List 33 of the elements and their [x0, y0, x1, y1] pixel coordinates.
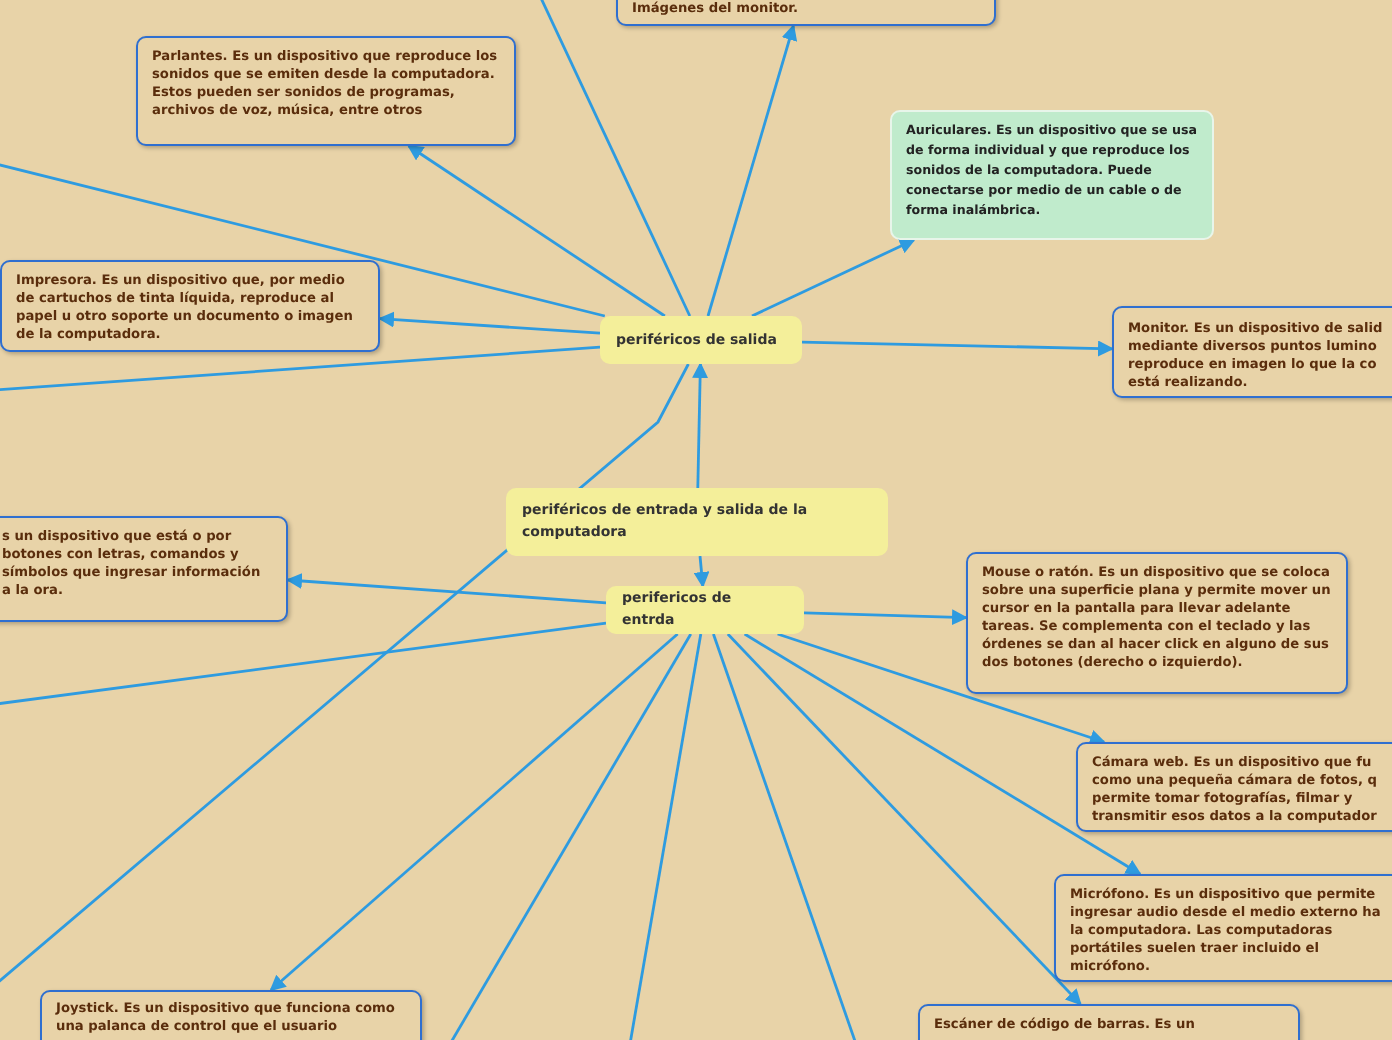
connector-line — [712, 633, 858, 1040]
arrow — [692, 362, 709, 489]
description-box — [1112, 306, 1392, 398]
arrow — [286, 573, 607, 605]
arrow — [801, 340, 1114, 357]
connector-line — [628, 633, 703, 1040]
arrow — [706, 24, 798, 317]
arrow — [777, 632, 1106, 746]
connector-line — [0, 363, 690, 986]
arrow — [407, 144, 666, 318]
description-box — [136, 36, 516, 146]
description-box — [890, 110, 1214, 240]
description-box — [40, 990, 422, 1040]
connector-line — [448, 633, 692, 1040]
arrow — [751, 238, 916, 318]
arrow — [269, 632, 679, 992]
connector-line — [538, 0, 692, 317]
arrow — [743, 632, 1142, 876]
topic-box — [600, 316, 802, 364]
connector-line — [0, 162, 606, 318]
arrow — [726, 633, 1082, 1006]
description-box — [1054, 874, 1392, 982]
connector-line — [0, 345, 601, 392]
arrow — [378, 311, 601, 335]
connector-line — [0, 621, 607, 706]
arrow — [803, 609, 968, 626]
arrow — [693, 555, 710, 588]
description-box — [1076, 742, 1392, 832]
topic-box — [606, 586, 804, 634]
description-box — [966, 552, 1348, 694]
description-box — [0, 260, 380, 352]
topic-box — [506, 488, 888, 556]
description-box — [0, 516, 288, 622]
